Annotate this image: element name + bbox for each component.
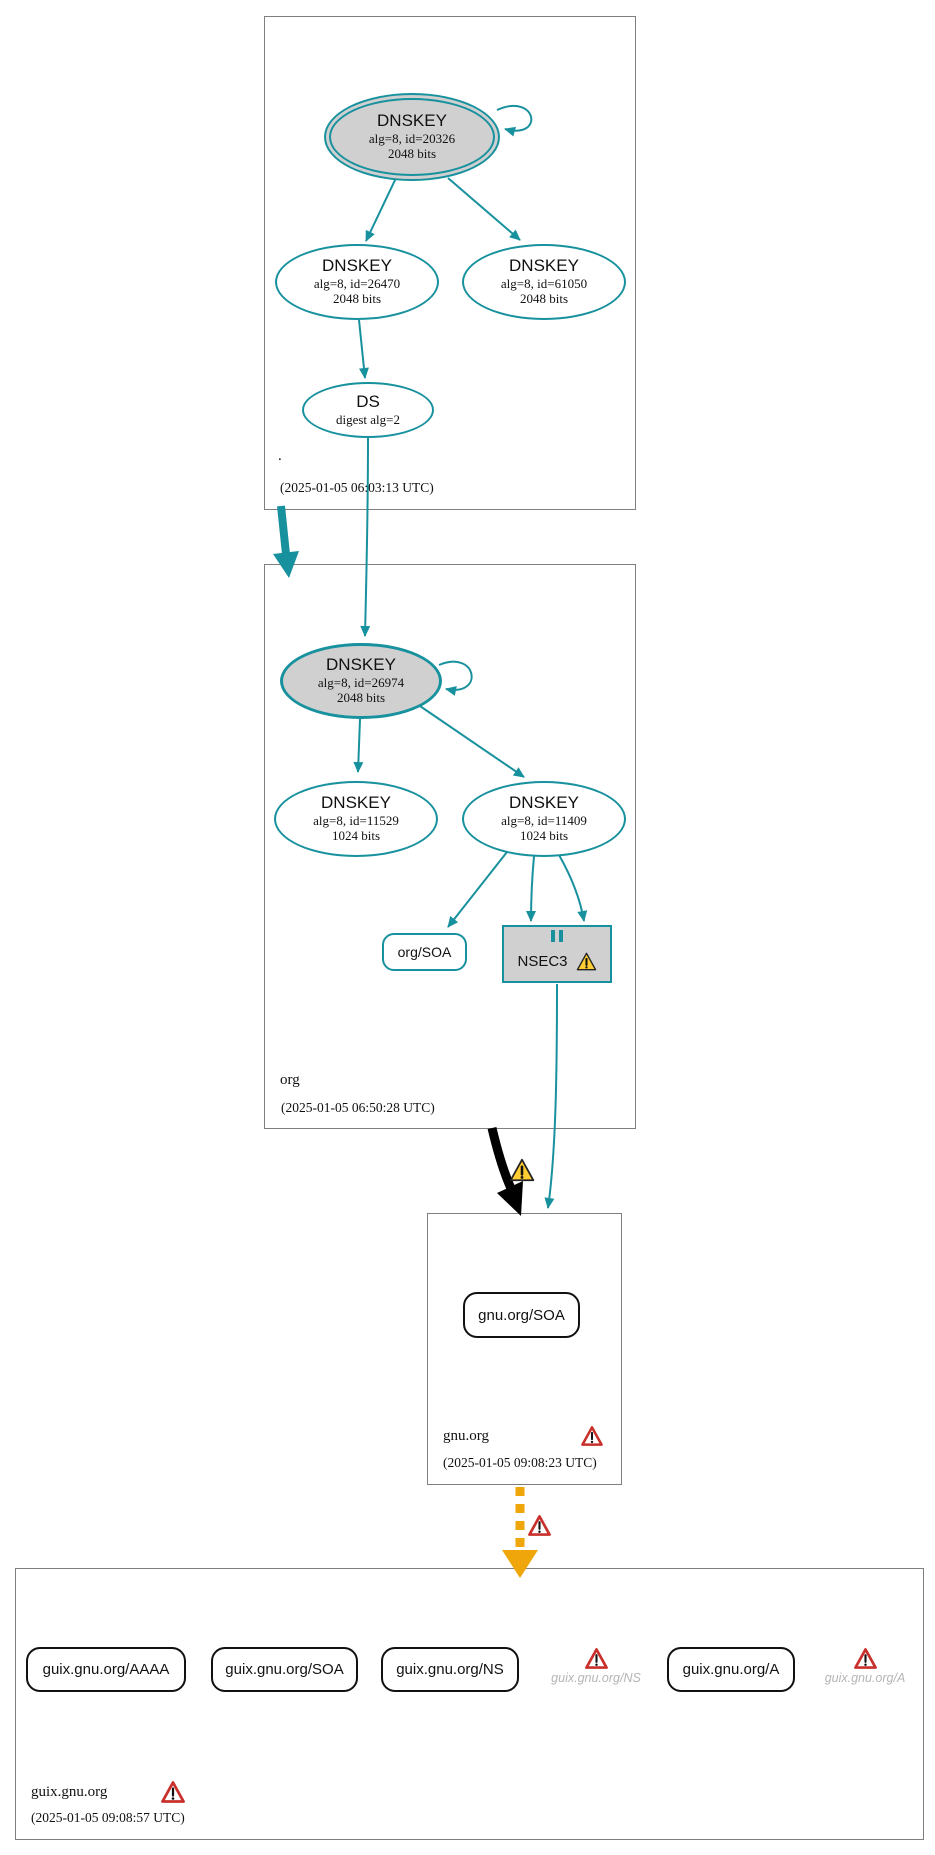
- zone-name-root: .: [278, 448, 282, 464]
- guix-gnu-org-a-missing-label: guix.gnu.org/A: [824, 1671, 906, 1685]
- nsec3-tabs: [551, 930, 563, 942]
- warning-icon: [576, 952, 597, 971]
- zone-timestamp-org: (2025-01-05 06:50:28 UTC): [281, 1100, 435, 1115]
- guix-gnu-org-a-node[interactable]: guix.gnu.org/A: [667, 1647, 795, 1692]
- gnu-org-soa-node[interactable]: gnu.org/SOA: [463, 1292, 580, 1338]
- zone-name-org: org: [280, 1072, 300, 1088]
- dnskey-11409-node[interactable]: DNSKEY alg=8, id=11409 1024 bits: [462, 781, 626, 857]
- guix-gnu-org-a-label: guix.gnu.org/A: [682, 1661, 780, 1678]
- dnskey-26470-title: DNSKEY: [322, 256, 392, 276]
- ksk-double-ring: [329, 98, 495, 176]
- guix-gnu-org-aaaa-label: guix.gnu.org/AAAA: [42, 1661, 170, 1678]
- dnskey-11409-detail: alg=8, id=11409: [501, 812, 587, 828]
- zone-label-guix-gnu-org: guix.gnu.org: [31, 1781, 186, 1803]
- ds-detail: digest alg=2: [335, 411, 401, 427]
- zone-label-root: .: [278, 448, 282, 465]
- guix-gnu-org-ns-missing: guix.gnu.org/NS: [548, 1648, 644, 1685]
- zone-name-guix-gnu-org: guix.gnu.org: [31, 1783, 108, 1800]
- zone-box-root: [264, 16, 636, 510]
- org-soa-node[interactable]: org/SOA: [382, 933, 467, 971]
- zone-box-guix-gnu-org: [15, 1568, 924, 1840]
- guix-gnu-org-a-missing: guix.gnu.org/A: [820, 1648, 910, 1685]
- error-icon: [584, 1648, 608, 1669]
- zone-timestamp-gnu-org: (2025-01-05 09:08:23 UTC): [443, 1455, 597, 1470]
- dnskey-26470-bits: 2048 bits: [332, 291, 382, 307]
- dnskey-26470-node[interactable]: DNSKEY alg=8, id=26470 2048 bits: [275, 244, 439, 320]
- ds-node[interactable]: DS digest alg=2: [302, 382, 434, 438]
- dnskey-61050-title: DNSKEY: [509, 256, 579, 276]
- dnskey-26974-node[interactable]: DNSKEY alg=8, id=26974 2048 bits: [280, 643, 442, 719]
- guix-gnu-org-soa-label: guix.gnu.org/SOA: [225, 1661, 344, 1678]
- org-soa-label: org/SOA: [397, 944, 452, 960]
- error-icon: [528, 1515, 551, 1536]
- warning-icon: [509, 1158, 535, 1182]
- dnskey-26974-title: DNSKEY: [326, 655, 396, 675]
- gnu-org-soa-label: gnu.org/SOA: [478, 1306, 565, 1324]
- nsec3-label: NSEC3: [517, 953, 568, 970]
- dnskey-11409-bits: 1024 bits: [519, 828, 569, 844]
- error-icon: [581, 1426, 603, 1446]
- zone-box-org: [264, 564, 636, 1129]
- dnskey-20326-node[interactable]: DNSKEY alg=8, id=20326 2048 bits: [324, 93, 500, 181]
- dnskey-26470-detail: alg=8, id=26470: [313, 275, 401, 291]
- zone-timestamp-root: (2025-01-05 06:03:13 UTC): [280, 480, 434, 495]
- nsec3-tab: [559, 930, 563, 942]
- zone-label-gnu-org: gnu.org: [443, 1426, 603, 1446]
- zone-box-gnu-org: [427, 1213, 622, 1485]
- guix-gnu-org-ns-label: guix.gnu.org/NS: [396, 1661, 504, 1678]
- edge-delegation-org-gnu-org-arrowhead: [497, 1181, 523, 1216]
- dnskey-11409-title: DNSKEY: [509, 793, 579, 813]
- dnskey-61050-detail: alg=8, id=61050: [500, 275, 588, 291]
- guix-gnu-org-soa-node[interactable]: guix.gnu.org/SOA: [211, 1647, 358, 1692]
- dnskey-11529-node[interactable]: DNSKEY alg=8, id=11529 1024 bits: [274, 781, 438, 857]
- dnskey-61050-node[interactable]: DNSKEY alg=8, id=61050 2048 bits: [462, 244, 626, 320]
- dnskey-61050-bits: 2048 bits: [519, 291, 569, 307]
- guix-gnu-org-ns-missing-label: guix.gnu.org/NS: [551, 1671, 641, 1685]
- guix-gnu-org-aaaa-node[interactable]: guix.gnu.org/AAAA: [26, 1647, 186, 1692]
- error-icon: [853, 1648, 877, 1669]
- ds-title: DS: [356, 391, 380, 411]
- edge-delegation-root-org: [277, 505, 290, 555]
- dnskey-11529-title: DNSKEY: [321, 793, 391, 813]
- dnskey-26974-bits: 2048 bits: [336, 690, 386, 706]
- zone-timestamp-guix-gnu-org: (2025-01-05 09:08:57 UTC): [31, 1810, 185, 1825]
- dnskey-26974-detail: alg=8, id=26974: [317, 674, 405, 690]
- zone-name-gnu-org: gnu.org: [443, 1427, 489, 1444]
- zone-label-org: org: [280, 1072, 300, 1089]
- dnskey-11529-bits: 1024 bits: [331, 828, 381, 844]
- nsec3-tab: [551, 930, 555, 942]
- dnskey-11529-detail: alg=8, id=11529: [313, 812, 399, 828]
- nsec3-node[interactable]: NSEC3: [502, 925, 612, 983]
- error-icon: [161, 1781, 186, 1803]
- guix-gnu-org-ns-node[interactable]: guix.gnu.org/NS: [381, 1647, 519, 1692]
